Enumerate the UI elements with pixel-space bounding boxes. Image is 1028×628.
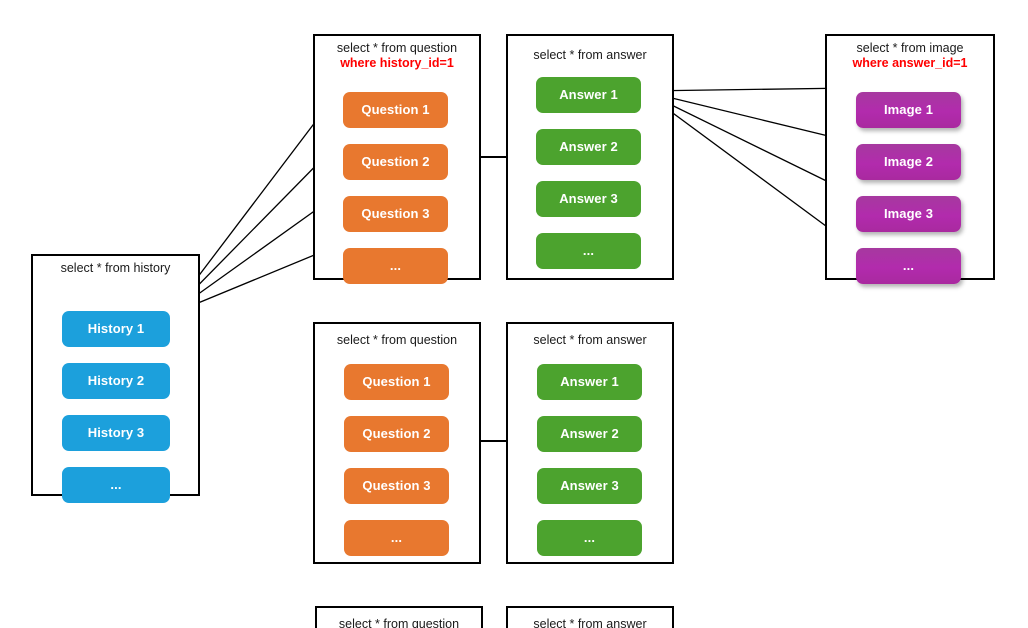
table-header-question-3: select * from question: [317, 608, 481, 628]
row-history-more[interactable]: ...: [62, 467, 170, 503]
table-header-answer-2: select * from answer: [508, 324, 672, 348]
row-question-2-2[interactable]: Question 2: [344, 416, 449, 452]
table-box-question-1[interactable]: select * from question where history_id=…: [313, 34, 481, 284]
row-answer-1-more[interactable]: ...: [536, 233, 641, 269]
row-question-1-more[interactable]: ...: [343, 248, 448, 284]
table-query-answer-2: select * from answer: [533, 333, 647, 347]
table-query-history: select * from history: [60, 261, 171, 275]
row-history-1[interactable]: History 1: [62, 311, 170, 347]
table-box-question-2[interactable]: select * from question Question 1 Questi…: [313, 322, 481, 564]
row-answer-1-1[interactable]: Answer 1: [536, 77, 641, 113]
table-box-answer-3[interactable]: select * from answer: [506, 606, 674, 628]
row-question-2-more[interactable]: ...: [344, 520, 449, 556]
row-answer-2-3[interactable]: Answer 3: [537, 468, 642, 504]
edge-answer1-to-image-ellipsis: [642, 90, 854, 247]
table-where-question-1: where history_id=1: [340, 56, 454, 70]
row-question-1-1[interactable]: Question 1: [343, 92, 448, 128]
table-box-history[interactable]: select * from history History 1 History …: [31, 254, 200, 503]
row-answer-1-2[interactable]: Answer 2: [536, 129, 641, 165]
table-query-question-1: select * from question: [336, 41, 458, 55]
row-history-2[interactable]: History 2: [62, 363, 170, 399]
table-query-question-2: select * from question: [336, 333, 458, 347]
connector-question2-answer2: [481, 440, 506, 442]
row-answer-1-3[interactable]: Answer 3: [536, 181, 641, 217]
table-header-image-1: select * from image where answer_id=1: [827, 36, 993, 71]
edge-answer1-to-image3: [642, 90, 854, 195]
edge-answer1-to-image2: [642, 90, 854, 144]
edge-answer1-to-image1: [642, 83, 854, 93]
row-question-1-3[interactable]: Question 3: [343, 196, 448, 232]
table-box-image-1[interactable]: select * from image where answer_id=1 Im…: [825, 34, 995, 284]
table-header-answer-1: select * from answer: [508, 36, 672, 63]
table-query-answer-1: select * from answer: [533, 48, 647, 62]
connector-question1-answer1: [481, 156, 506, 158]
table-box-question-3[interactable]: select * from question: [315, 606, 483, 628]
table-query-answer-3: select * from answer: [533, 617, 647, 628]
table-box-answer-2[interactable]: select * from answer Answer 1 Answer 2 A…: [506, 322, 674, 564]
row-answer-2-1[interactable]: Answer 1: [537, 364, 642, 400]
table-where-image-1: where answer_id=1: [852, 56, 968, 70]
table-query-image-1: select * from image: [856, 41, 964, 55]
row-image-1-1[interactable]: Image 1: [856, 92, 961, 128]
row-question-2-1[interactable]: Question 1: [344, 364, 449, 400]
row-answer-2-more[interactable]: ...: [537, 520, 642, 556]
table-header-history: select * from history: [33, 256, 198, 276]
row-image-1-3[interactable]: Image 3: [856, 196, 961, 232]
row-image-1-2[interactable]: Image 2: [856, 144, 961, 180]
row-question-2-3[interactable]: Question 3: [344, 468, 449, 504]
row-question-1-2[interactable]: Question 2: [343, 144, 448, 180]
row-image-1-more[interactable]: ...: [856, 248, 961, 284]
table-box-answer-1[interactable]: select * from answer Answer 1 Answer 2 A…: [506, 34, 674, 280]
row-answer-2-2[interactable]: Answer 2: [537, 416, 642, 452]
table-header-question-2: select * from question: [315, 324, 479, 348]
table-header-answer-3: select * from answer: [508, 608, 672, 628]
table-query-question-3: select * from question: [338, 617, 460, 628]
table-header-question-1: select * from question where history_id=…: [315, 36, 479, 71]
row-history-3[interactable]: History 3: [62, 415, 170, 451]
